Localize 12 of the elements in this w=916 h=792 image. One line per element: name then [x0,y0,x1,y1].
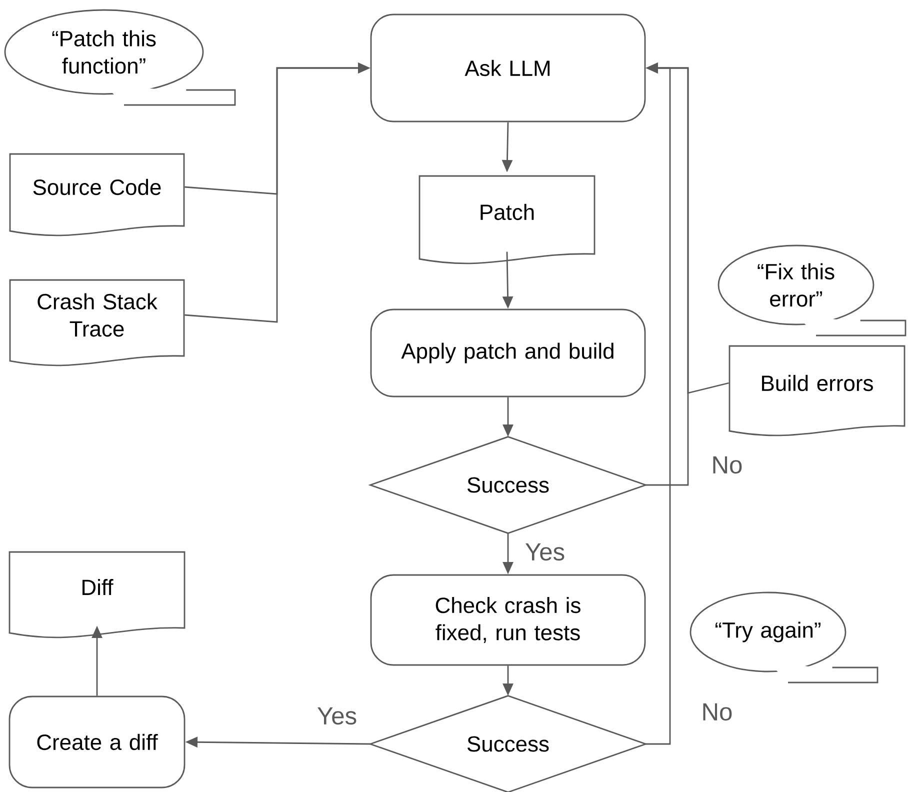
arrow [646,62,671,745]
speech-bubble: “Patch this function” [4,9,236,106]
process-box: Ask LLM [370,14,646,122]
process-box: Apply patch and build [370,308,646,398]
edge-label: No [710,454,744,476]
speech-bubble: “Try again” [690,592,878,684]
edge-label: Yes [315,706,359,726]
speech-bubble: “Fix this error” [718,244,906,336]
process-box: Create a diff [8,696,186,788]
process-box: Check crash is fixed, run tests [370,574,646,666]
edge-label: No [700,702,734,722]
edge-label: Yes [523,542,567,562]
